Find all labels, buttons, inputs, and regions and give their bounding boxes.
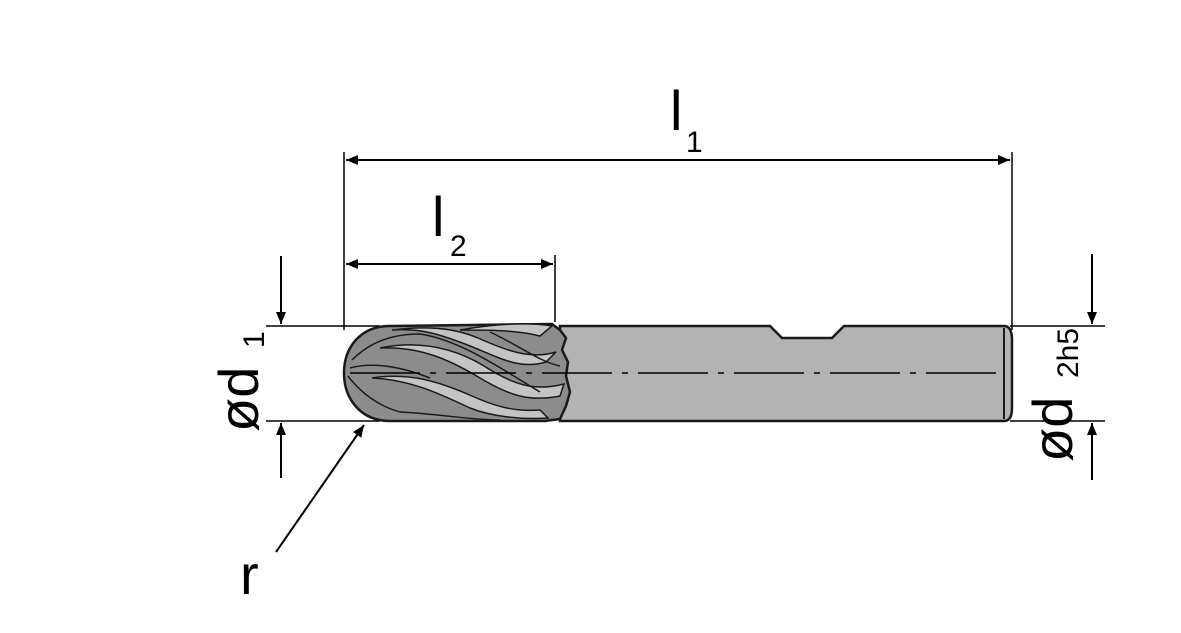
label-r: r: [240, 543, 259, 606]
label-l1: l: [670, 79, 682, 142]
flute-highlight-3: [371, 375, 550, 420]
flute-edge-line-2: [399, 411, 501, 421]
svg-text:ød: ød: [1021, 397, 1084, 462]
svg-text:ød: ød: [207, 367, 270, 432]
flute-edge-line-3: [489, 331, 561, 367]
svg-text:1: 1: [238, 331, 271, 348]
label-l2: l: [432, 185, 444, 248]
ball-nose-flute-line-2: [347, 375, 401, 413]
label-d1: ød 1: [207, 331, 271, 432]
label-l1-sub: 1: [686, 126, 703, 159]
ball-nose-flute-line-1: [351, 333, 421, 361]
label-d2: ød 2h5: [1021, 328, 1085, 462]
radius-leader-line: [275, 424, 365, 553]
flute-highlight-1: [391, 327, 557, 366]
flute-highlight-4: [459, 323, 554, 337]
ball-nose-flute-line-3: [349, 364, 431, 379]
flute-highlight-2: [379, 344, 566, 399]
label-l2-sub: 2: [450, 230, 467, 263]
flute-edge-line-1: [419, 333, 541, 393]
svg-text:2h5: 2h5: [1052, 328, 1085, 378]
